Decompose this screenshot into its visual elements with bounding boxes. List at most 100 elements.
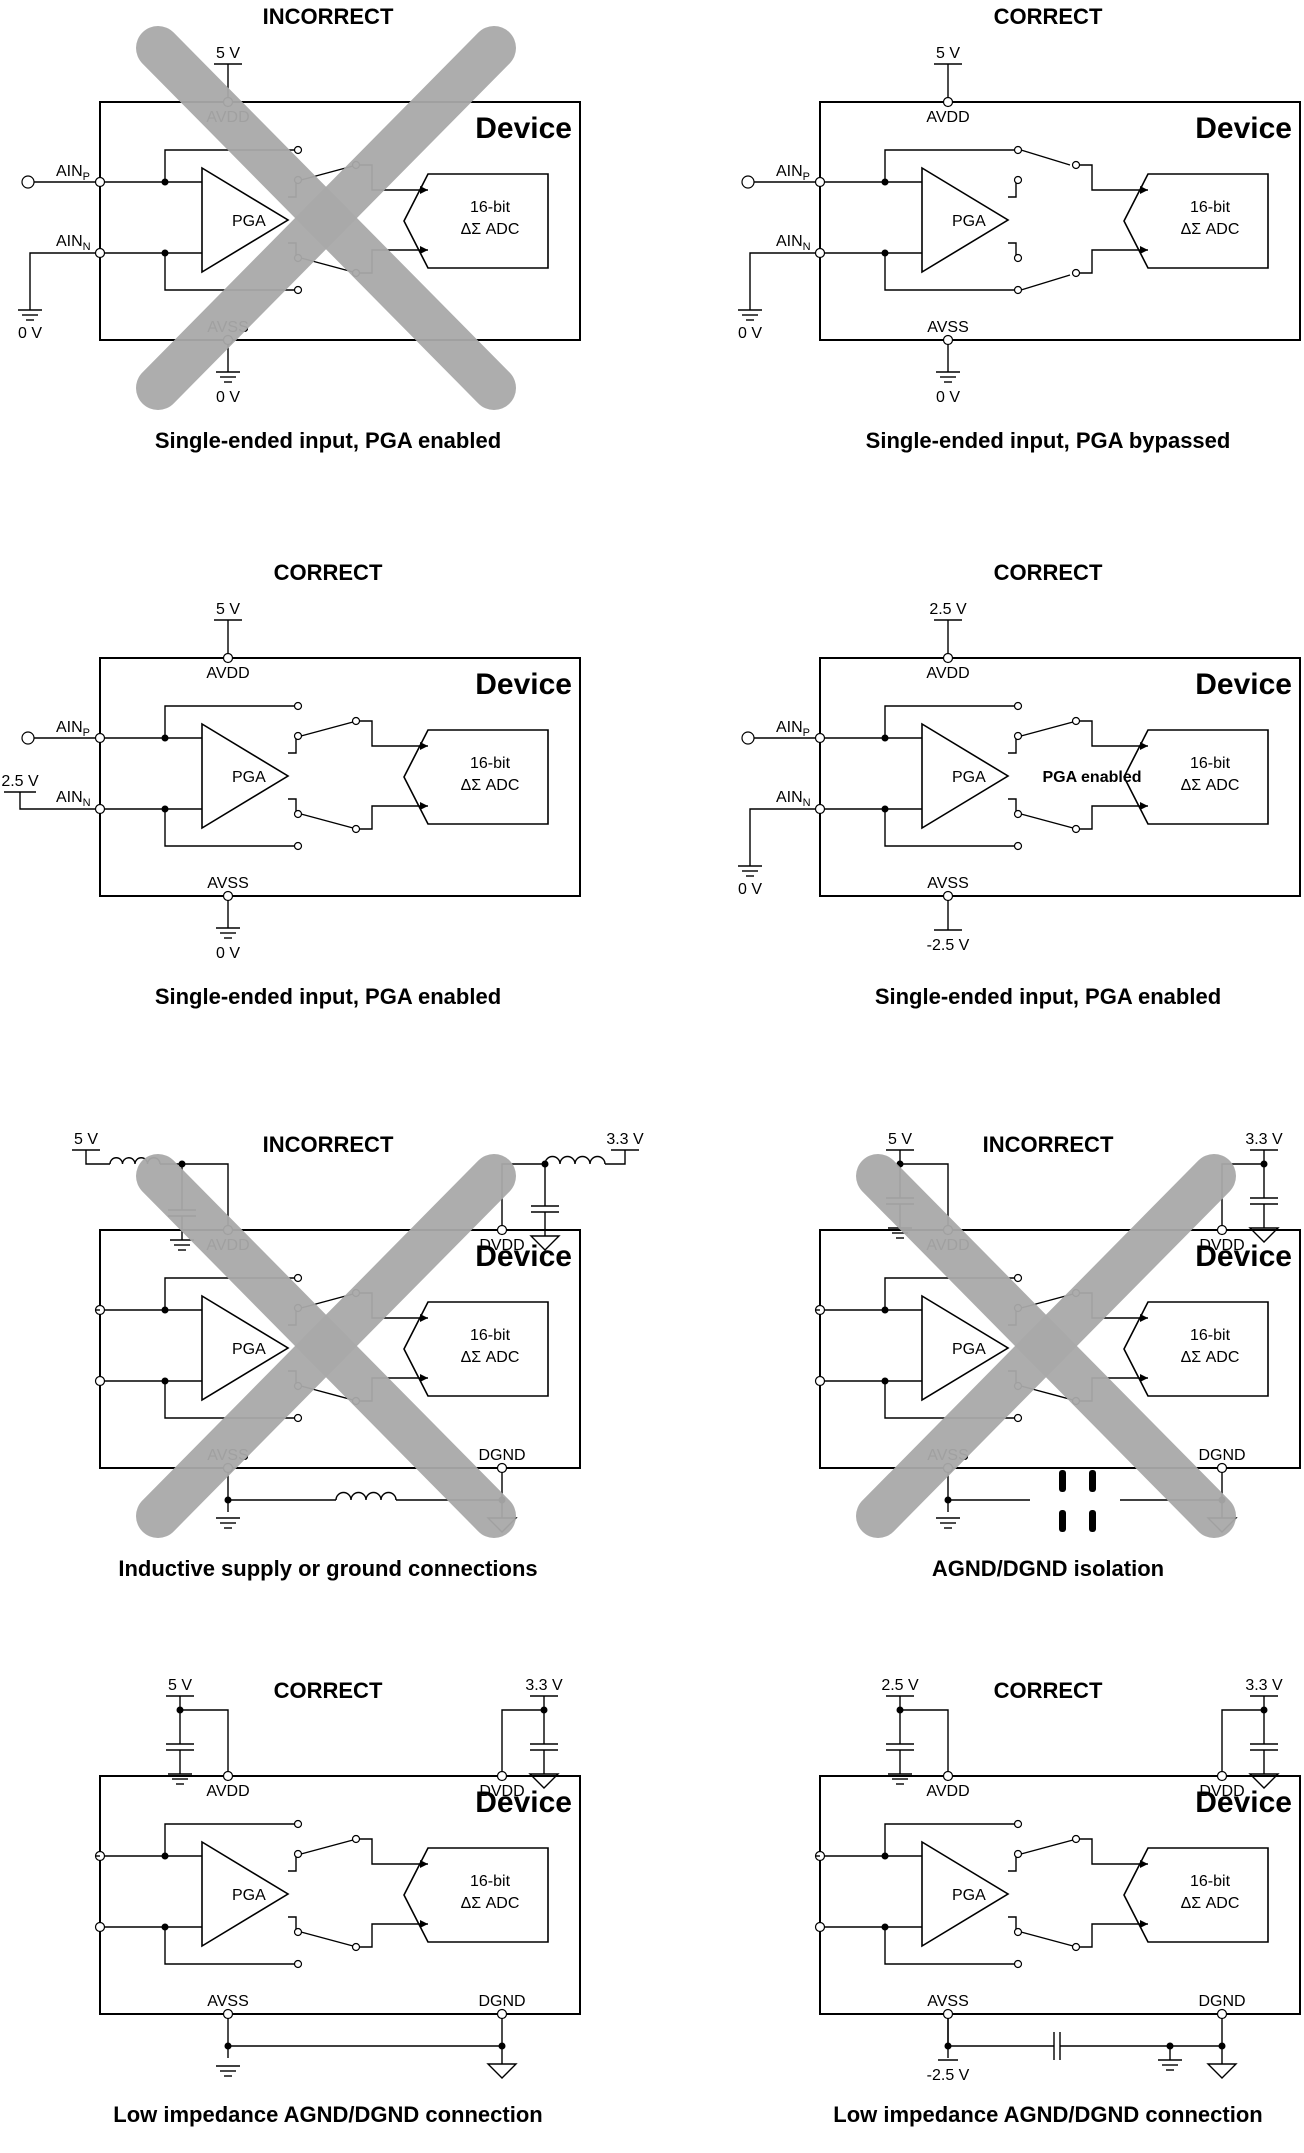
ain-n-label: AINN — [776, 789, 811, 809]
inductor-coil — [544, 1155, 606, 1165]
switch-contact — [351, 1834, 361, 1844]
avdd-label: AVDD — [206, 665, 249, 682]
ain-p-pin — [814, 176, 826, 188]
ground-symbol — [168, 1773, 192, 1785]
dvdd-pin — [496, 1224, 508, 1236]
ain-p-label: AINP — [776, 163, 810, 183]
switch-contact — [351, 716, 361, 726]
avdd-pin — [942, 96, 954, 108]
avss-pin — [222, 890, 234, 902]
pga-label: PGA — [952, 213, 986, 230]
dgnd-label: DGND — [1198, 1993, 1245, 2010]
avss-voltage: 0 V — [216, 945, 240, 962]
ground-symbol — [170, 1239, 194, 1251]
panel-header: CORRECT — [994, 1678, 1103, 1703]
pga-label: PGA — [952, 769, 986, 786]
adc-block — [403, 173, 549, 269]
adc-block — [403, 729, 549, 825]
panel-header: INCORRECT — [983, 1132, 1114, 1157]
avss-voltage: -2.5 V — [927, 937, 970, 954]
arrow-head — [1140, 1374, 1148, 1382]
avss-pin — [942, 2008, 954, 2020]
adc-block — [1123, 1301, 1269, 1397]
avdd-voltage: 5 V — [216, 601, 240, 618]
dvdd-voltage: 3.3 V — [606, 1131, 644, 1148]
switch-contact — [293, 841, 303, 851]
wire — [164, 1927, 296, 1965]
avdd-pin — [942, 1770, 954, 1782]
ain-n-pin — [94, 247, 106, 259]
arrow-head — [420, 742, 428, 750]
avss-label: AVSS — [927, 875, 969, 892]
switch-contact — [1013, 253, 1023, 263]
switch-blade-n — [1020, 274, 1071, 291]
wire — [1221, 1696, 1265, 1772]
switch-contact — [293, 145, 303, 155]
wire — [179, 1696, 229, 1772]
avdd-voltage: 5 V — [936, 45, 960, 62]
switch-contact — [1071, 268, 1081, 278]
avdd-voltage: 2.5 V — [881, 1677, 919, 1694]
capacitor — [1250, 1172, 1278, 1228]
adc-label-line2: ΔΣ ADC — [1181, 777, 1240, 794]
wire — [164, 809, 296, 847]
ain-n-pin — [814, 247, 826, 259]
digital-ground-symbol — [528, 1773, 560, 1789]
ground-symbol — [1158, 2059, 1182, 2071]
ground-symbol — [936, 371, 960, 383]
wire — [884, 1823, 1016, 1856]
dgnd-pin — [1216, 2008, 1228, 2020]
ain-n-pin — [94, 1375, 106, 1387]
pga-amplifier — [201, 1840, 290, 1948]
pga-label: PGA — [952, 1887, 986, 1904]
ain-n-pin — [814, 1921, 826, 1933]
cross-stroke — [856, 1154, 1236, 1538]
wire — [85, 1150, 110, 1165]
avdd-voltage: 5 V — [74, 1131, 98, 1148]
capacitor — [886, 1718, 914, 1774]
device-label: Device — [475, 668, 572, 701]
switch-contact — [293, 701, 303, 711]
wire — [899, 1696, 949, 1772]
adc-in-p — [1079, 720, 1148, 747]
switch-contact — [293, 1413, 303, 1423]
switch-contact — [1013, 841, 1023, 851]
switch-contact — [293, 1849, 303, 1859]
ground-symbol — [738, 865, 762, 877]
switch-contact — [1071, 824, 1081, 834]
avss-label: AVSS — [207, 1993, 249, 2010]
adc-in-n — [1079, 805, 1148, 830]
ain-n-voltage: 0 V — [738, 325, 762, 342]
switch-contact — [1013, 285, 1023, 295]
dgnd-label: DGND — [1198, 1447, 1245, 1464]
arrow-head — [1140, 1920, 1148, 1928]
digital-ground-triangle — [528, 1773, 560, 1789]
pga-amplifier — [201, 1294, 290, 1402]
digital-ground-triangle — [1206, 2063, 1238, 2079]
adc-label-line1: 16-bit — [470, 1327, 511, 1344]
ain-n-pin — [94, 803, 106, 815]
panel-header: CORRECT — [994, 560, 1103, 585]
dgnd-pin — [496, 2008, 508, 2020]
panel-header: CORRECT — [274, 1678, 383, 1703]
ain-n-subscript: N — [803, 797, 811, 809]
adc-label-line2: ΔΣ ADC — [461, 221, 520, 238]
adc-label-line2: ΔΣ ADC — [1181, 1349, 1240, 1366]
ain-p-label: AINP — [56, 719, 90, 739]
switch-blade-p — [1020, 1839, 1074, 1855]
arrow-head — [420, 1860, 428, 1868]
ain-n-subscript: N — [83, 241, 91, 253]
incorrect-cross-mark — [136, 1154, 516, 1538]
dvdd-pin — [496, 1770, 508, 1782]
ain-n-label: AINN — [56, 233, 91, 253]
digital-ground-symbol — [1206, 2063, 1238, 2079]
panel-caption: Single-ended input, PGA enabled — [155, 984, 501, 1009]
switch-contact — [1013, 1959, 1023, 1969]
digital-ground-symbol — [486, 2063, 518, 2079]
adc-label-line1: 16-bit — [470, 199, 511, 216]
pga-amplifier — [921, 1294, 1010, 1402]
ain-n-pin — [814, 1375, 826, 1387]
avdd-voltage: 5 V — [216, 45, 240, 62]
